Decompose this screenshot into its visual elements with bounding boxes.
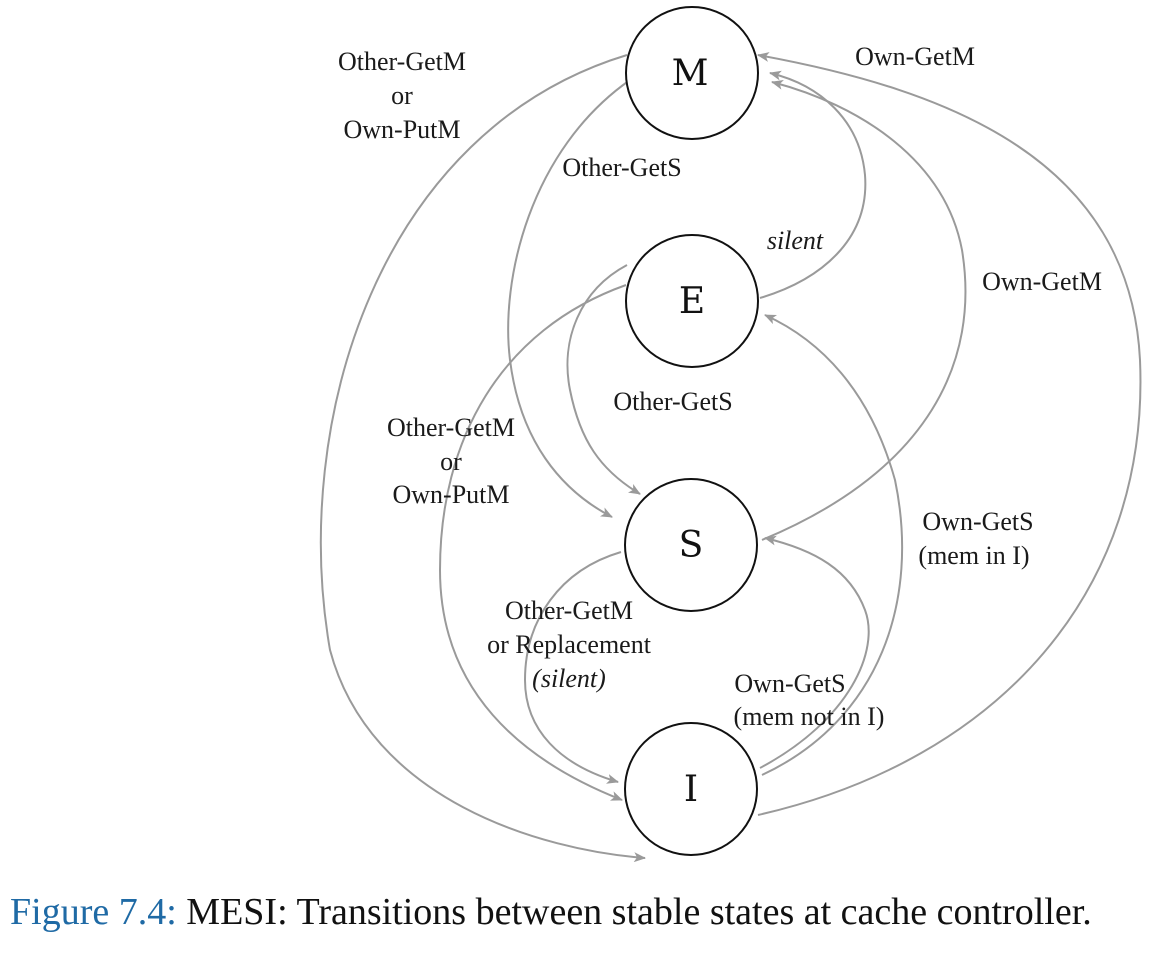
state-e: E: [625, 234, 759, 368]
label-m-to-i-line2: or: [391, 81, 413, 110]
label-m-to-i-line3: Own-PutM: [343, 115, 460, 144]
label-s-to-i-line3: (silent): [532, 664, 606, 693]
label-m-to-s: Other-GetS: [562, 153, 681, 182]
state-s-label: S: [679, 525, 704, 566]
label-s-to-m: Own-GetM: [982, 267, 1102, 296]
edge-s-to-i: [523, 551, 622, 784]
label-e-to-s: Other-GetS: [613, 387, 732, 416]
state-s-circle: [624, 478, 758, 612]
state-e-circle: [625, 234, 759, 368]
label-i-to-s-line2: (mem not in I): [734, 702, 885, 731]
label-i-to-e-line1: Own-GetS: [922, 507, 1033, 536]
edge-s-to-m: [761, 79, 967, 541]
state-i: I: [624, 722, 758, 856]
label-e-to-i-line2: or: [440, 447, 462, 476]
edge-m-to-s: [507, 79, 631, 518]
label-i-to-s-line1: Own-GetS: [734, 669, 845, 698]
figure-number: Figure 7.4:: [10, 891, 177, 933]
figure-caption: Figure 7.4: MESI: Transitions between st…: [10, 890, 1150, 934]
edge-e-to-s: [566, 264, 641, 495]
state-i-label: I: [684, 769, 698, 810]
state-e-label: E: [679, 281, 705, 322]
label-m-to-i-line1: Other-GetM: [338, 47, 466, 76]
label-s-to-i-line1: Other-GetM: [505, 596, 633, 625]
edge-labels: Other-GetM or Own-PutM Other-GetS silent…: [338, 42, 1102, 731]
label-s-to-i-line2: or Replacement: [487, 630, 652, 659]
label-e-to-i-line1: Other-GetM: [387, 413, 515, 442]
label-e-to-i-line3: Own-PutM: [392, 480, 509, 509]
edge-i-to-m: [757, 52, 1142, 816]
edge-i-to-s: [759, 535, 870, 769]
figure-caption-text: MESI: Transitions between stable states …: [186, 891, 1092, 933]
edge-i-to-e: [761, 314, 904, 776]
label-e-to-m: silent: [767, 226, 824, 255]
state-m-circle: [625, 6, 759, 140]
edge-e-to-i: [438, 284, 627, 801]
state-m-label: M: [672, 53, 709, 94]
state-m: M: [625, 6, 759, 140]
edge-e-to-m: [759, 70, 867, 299]
state-s: S: [624, 478, 758, 612]
state-i-circle: [624, 722, 758, 856]
label-i-to-e-line2: (mem in I): [918, 541, 1029, 570]
label-i-to-m: Own-GetM: [855, 42, 975, 71]
transition-edges: [319, 52, 1142, 863]
edge-m-to-i: [319, 54, 646, 863]
